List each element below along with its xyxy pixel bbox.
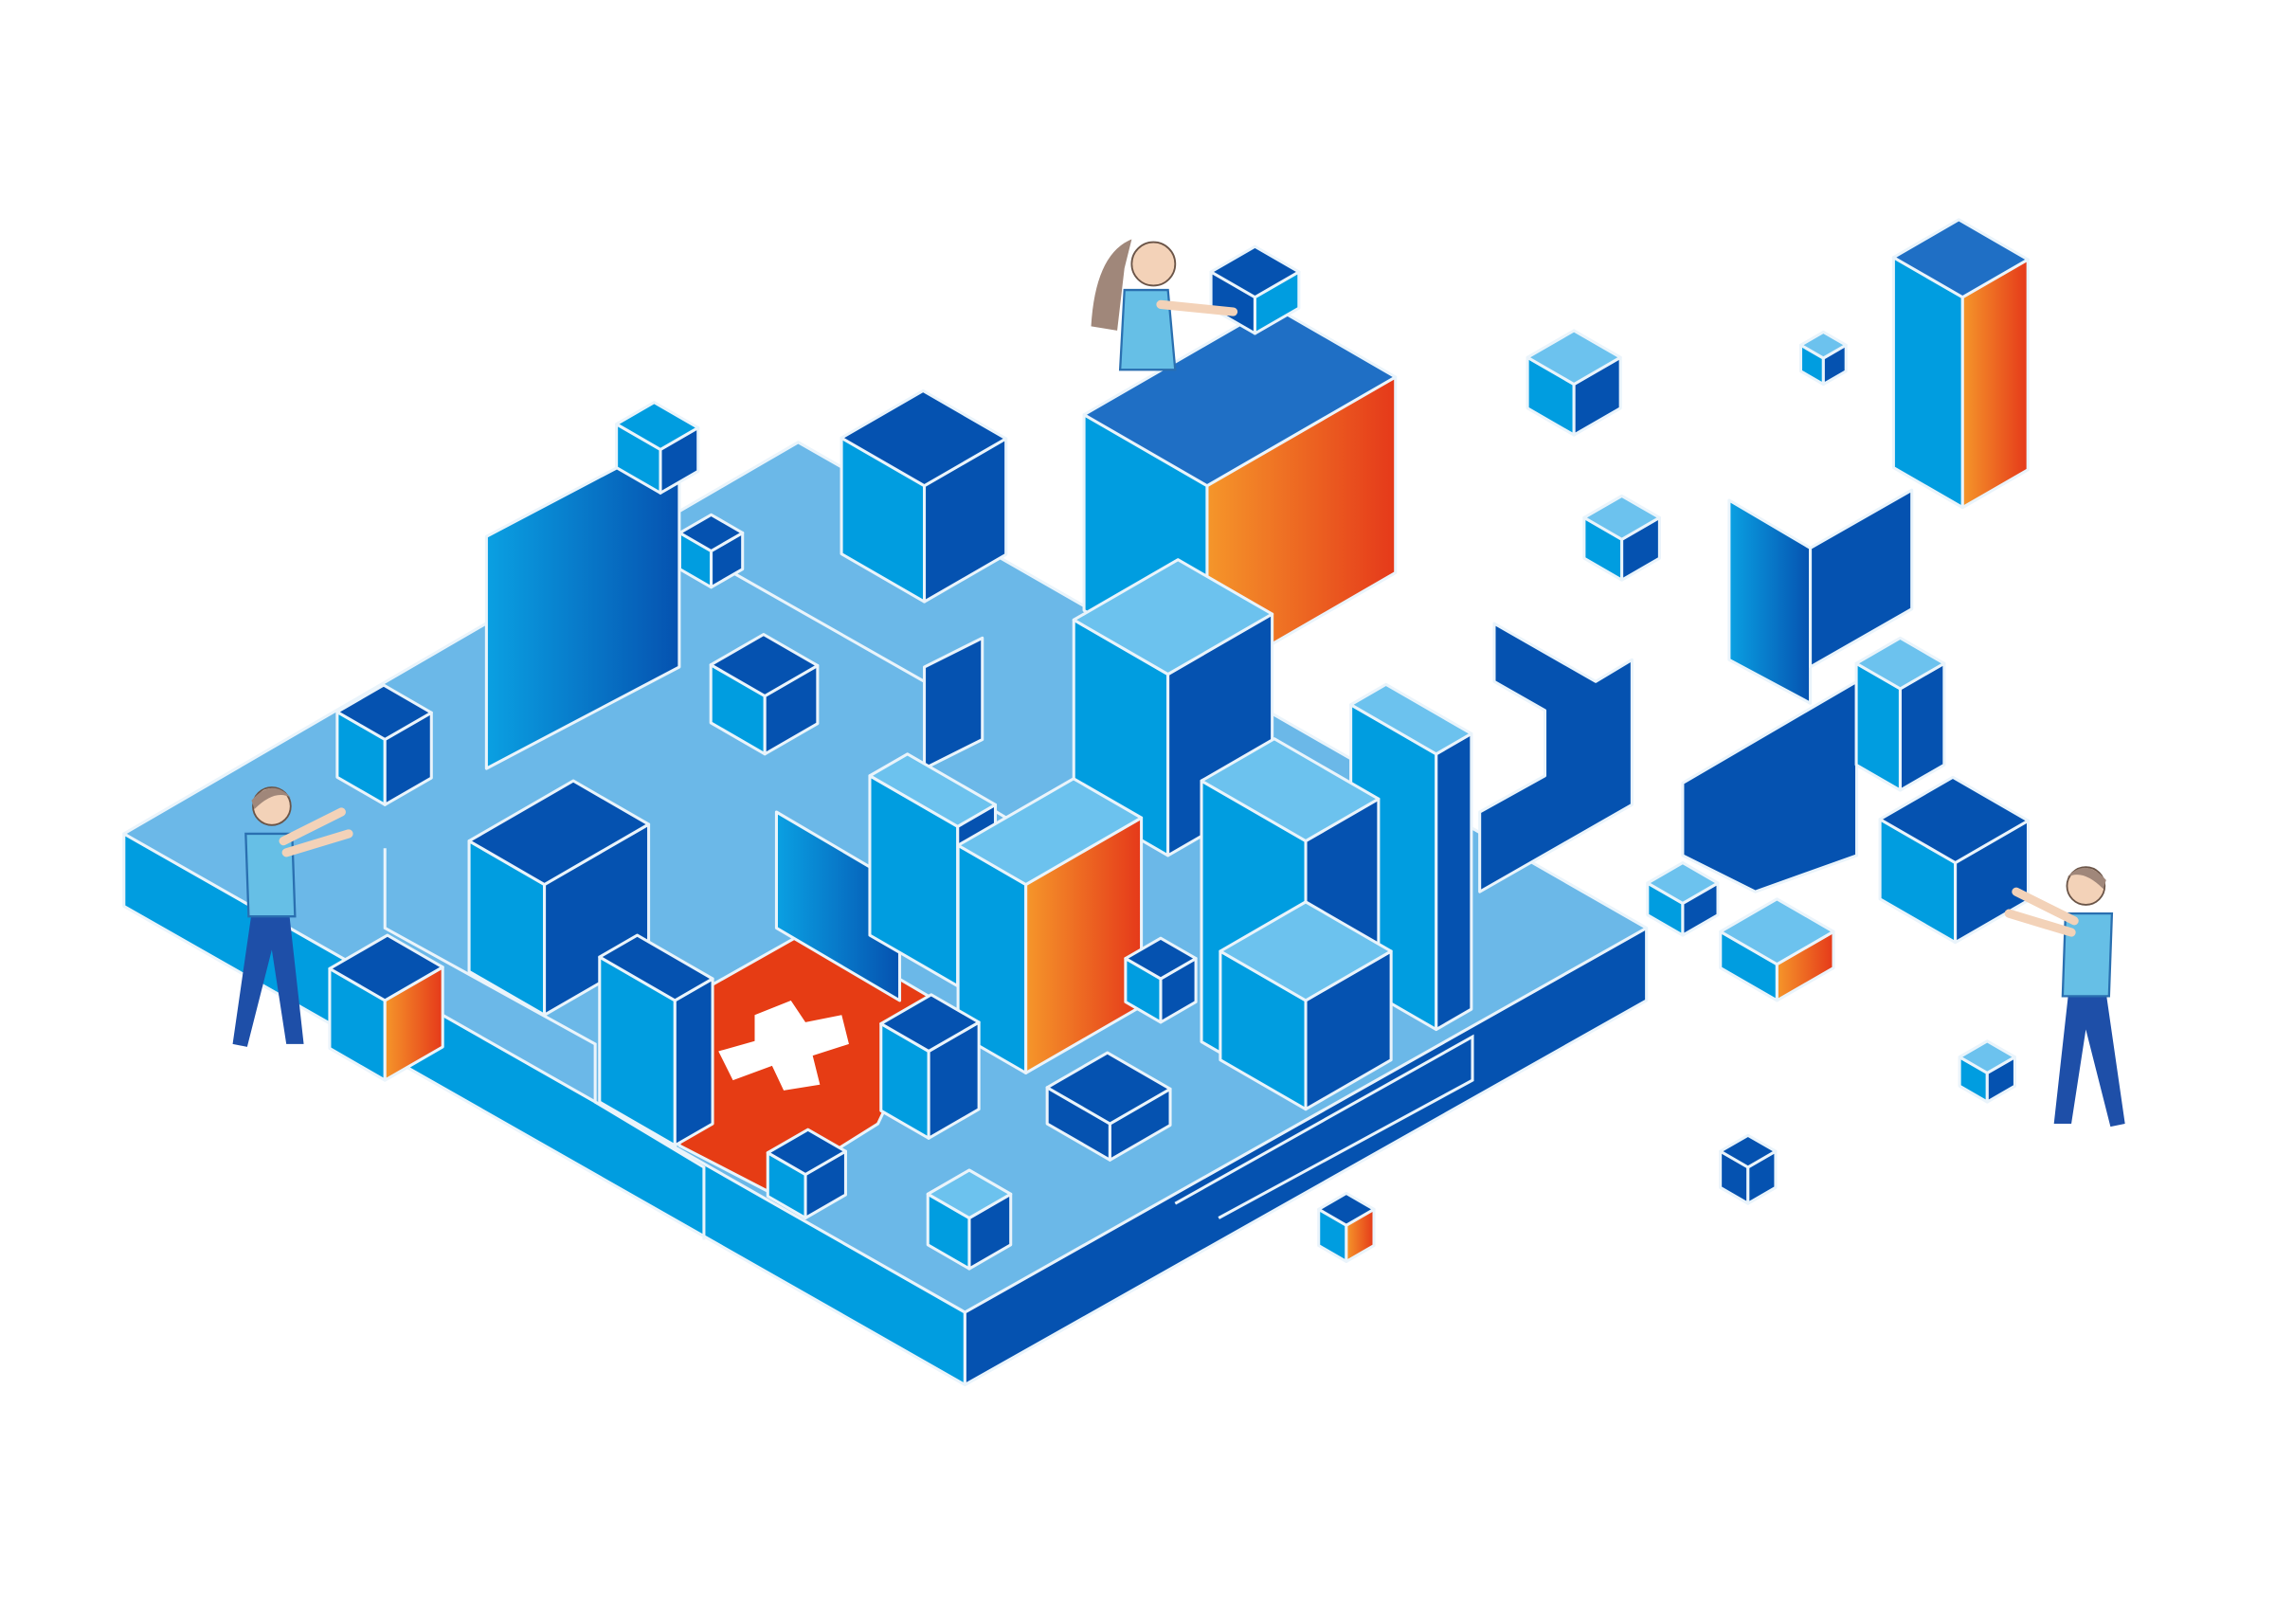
hair (251, 787, 291, 809)
cube (926, 1168, 1013, 1271)
people-group (232, 239, 2125, 1128)
cube-top-face (1124, 936, 1198, 981)
legs (2053, 993, 2125, 1128)
cube-top-face (1878, 775, 2031, 865)
cube (956, 777, 1144, 1074)
cube-top-face (677, 513, 745, 553)
cube (1878, 775, 2031, 945)
cube (709, 633, 820, 756)
arms (279, 807, 353, 857)
cube (1045, 1051, 1172, 1162)
cube-top-face (1349, 682, 1473, 756)
cube-top-face (1209, 244, 1301, 299)
cube (1719, 897, 1835, 1002)
cube (1958, 1039, 2016, 1104)
cube-right-face (1960, 258, 2030, 510)
dark-panel (1681, 679, 1859, 893)
cube (598, 933, 714, 1147)
cube-top-face (1526, 329, 1622, 387)
cube-top-face (1854, 636, 1946, 691)
arms (2004, 887, 2079, 937)
cube-top-face (1798, 330, 1848, 360)
dark-panel (1809, 488, 1914, 669)
cube-top-face (1891, 218, 2030, 299)
cube-top-face (1045, 1051, 1172, 1126)
cube (1854, 636, 1946, 792)
cube-left-face (1891, 256, 1964, 510)
torso (2061, 911, 2114, 998)
cube (879, 993, 981, 1140)
cube-top-face (840, 388, 1008, 488)
cube-top-face (1317, 1191, 1376, 1227)
cube (615, 401, 700, 495)
gradient-panel (774, 810, 902, 1002)
cube (677, 513, 745, 589)
head (1130, 241, 1177, 287)
cube-top-face (1582, 494, 1661, 541)
hair (1091, 239, 1132, 331)
person-left (232, 786, 353, 1047)
gradient-panel (484, 433, 681, 770)
cube-top-face (1072, 558, 1274, 677)
person-top (1091, 239, 1238, 371)
cube (335, 683, 433, 806)
cubes-group (328, 218, 2031, 1271)
cube-top-face (1219, 900, 1393, 1002)
hair (2067, 867, 2106, 890)
arms (1156, 299, 1238, 316)
cube-right-face (1435, 731, 1473, 1032)
cube-top-face (467, 779, 651, 887)
cube (1526, 329, 1622, 437)
torso (244, 832, 297, 918)
cube-top-face (1719, 897, 1835, 966)
cube (1891, 218, 2030, 510)
cube-top-face (766, 1128, 847, 1177)
cube (1317, 1191, 1376, 1263)
cube-top-face (709, 633, 820, 698)
cube (1646, 861, 1720, 937)
cube-top-face (879, 993, 981, 1054)
cube (840, 388, 1008, 604)
cube (1124, 936, 1198, 1024)
cube (328, 933, 444, 1082)
cube (1582, 494, 1661, 582)
cube-top-face (328, 933, 444, 1002)
cube (1209, 244, 1301, 335)
cube-top-face (1719, 1133, 1778, 1169)
cube-top-face (1646, 861, 1720, 905)
platform-groove (383, 848, 706, 1240)
cube-right-face (673, 977, 714, 1147)
platform-groove (1174, 1034, 1474, 1219)
white-cross-icon (718, 1000, 849, 1091)
cube-top-face (335, 683, 433, 742)
cube-top-face (1958, 1039, 2016, 1074)
cube (1219, 900, 1393, 1111)
torso (1118, 288, 1177, 371)
dark-panel (1478, 622, 1634, 893)
person-right (2004, 866, 2125, 1128)
cube-top-face (598, 933, 714, 1002)
dark-panel (923, 636, 984, 770)
cube (1719, 1133, 1778, 1205)
cube-top-face (1200, 737, 1381, 843)
cube-top-face (615, 401, 700, 451)
cube-top-face (926, 1168, 1013, 1220)
cube-top-face (868, 752, 998, 828)
cube (766, 1128, 847, 1220)
gradient-panel (1727, 498, 1813, 705)
cube (1798, 330, 1848, 387)
cube-top-face (956, 777, 1144, 887)
legs (232, 913, 304, 1047)
